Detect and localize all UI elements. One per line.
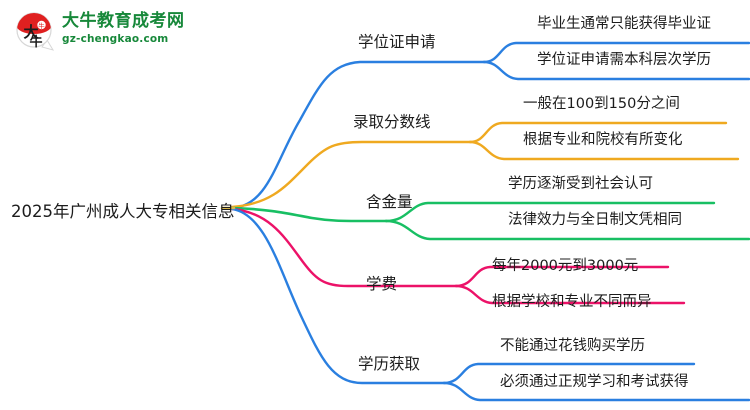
branch-trunk-4 bbox=[230, 207, 458, 288]
leaf-label-2-1[interactable]: 一般在100到150分之间 bbox=[523, 96, 680, 112]
branch-connector-5 bbox=[230, 207, 750, 402]
logo-text: 大牛教育成考网 gz-chengkao.com bbox=[62, 11, 212, 46]
leaf-label-5-2[interactable]: 必须通过正规学习和考试获得 bbox=[500, 374, 689, 390]
branch-trunk-5 bbox=[230, 207, 446, 385]
branch-trunk-1 bbox=[230, 60, 486, 210]
branch-label-3[interactable]: 含金量 bbox=[366, 193, 413, 211]
leaf-label-2-2[interactable]: 根据专业和院校有所变化 bbox=[523, 132, 683, 148]
site-logo: 牛 大 牛 大牛教育成考网 gz-chengkao.com bbox=[14, 8, 214, 54]
svg-text:牛: 牛 bbox=[38, 21, 45, 30]
logo-subtitle: gz-chengkao.com bbox=[62, 33, 169, 45]
leaf-label-1-1[interactable]: 毕业生通常只能获得毕业证 bbox=[537, 16, 711, 32]
leaf-label-1-2[interactable]: 学位证申请需本科层次学历 bbox=[537, 52, 711, 68]
leaf-label-3-1[interactable]: 学历逐渐受到社会认可 bbox=[508, 176, 653, 192]
branch-connector-2 bbox=[230, 121, 740, 209]
svg-text:牛: 牛 bbox=[29, 34, 42, 50]
leaf-label-4-1[interactable]: 每年2000元到3000元 bbox=[492, 258, 639, 274]
logo-title: 大牛教育成考网 bbox=[62, 11, 185, 31]
branch-label-1[interactable]: 学位证申请 bbox=[358, 33, 436, 51]
leaf-connector-1-2 bbox=[482, 60, 750, 81]
branch-trunk-2 bbox=[230, 140, 472, 209]
logo-badge-icon: 牛 大 牛 bbox=[16, 12, 55, 51]
branch-label-4[interactable]: 学费 bbox=[366, 275, 398, 293]
leaf-label-3-2[interactable]: 法律效力与全日制文凭相同 bbox=[508, 212, 682, 228]
branch-label-2[interactable]: 录取分数线 bbox=[353, 113, 431, 131]
branch-trunk-3 bbox=[230, 206, 388, 223]
root-node-label[interactable]: 2025年广州成人大专相关信息 bbox=[11, 202, 235, 221]
branch-label-5[interactable]: 学历获取 bbox=[358, 355, 421, 373]
branch-connector-1 bbox=[230, 41, 750, 210]
branch-connector-4 bbox=[230, 207, 686, 305]
branch-connector-3 bbox=[230, 201, 750, 241]
leaf-label-4-2[interactable]: 根据学校和专业不同而异 bbox=[492, 294, 652, 310]
svg-text:大: 大 bbox=[23, 23, 38, 41]
leaf-connector-5-2 bbox=[442, 381, 750, 402]
leaf-connector-3-2 bbox=[384, 219, 750, 241]
leaf-connector-4-2 bbox=[454, 284, 686, 305]
leaf-label-5-1[interactable]: 不能通过花钱购买学历 bbox=[500, 338, 645, 354]
leaf-connector-2-2 bbox=[468, 140, 740, 161]
